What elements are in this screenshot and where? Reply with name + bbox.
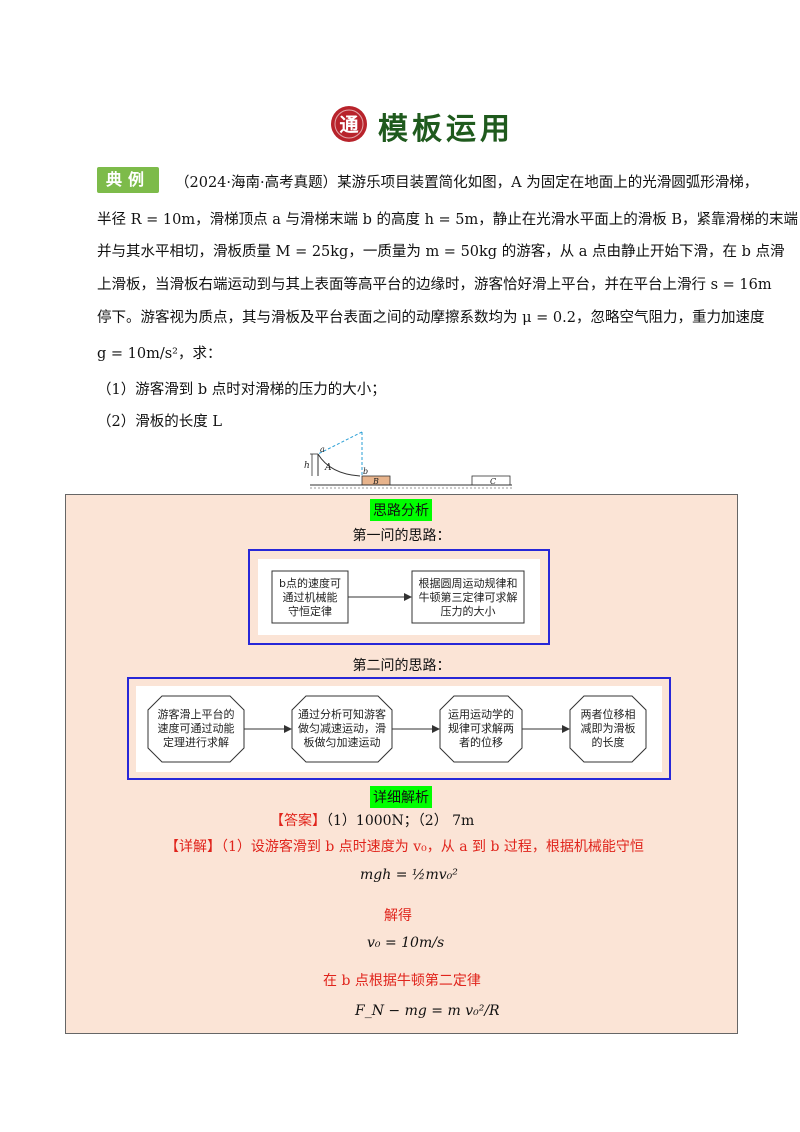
problem-line: 半径 R = 10m，滑梯顶点 a 与滑梯末端 b 的高度 h = 5m，静止在…	[97, 212, 800, 228]
explain-text: （1）设游客滑到 b 点时速度为 v₀，从 a 到 b 过程，根据机械能守恒	[221, 839, 644, 855]
newton-label: 在 b 点根据牛顿第二定律	[323, 973, 481, 989]
second-node-2: 通过分析可知游客做匀减速运动，滑板做匀加速运动	[298, 708, 386, 749]
header-badge-text: 通	[339, 114, 359, 136]
second-node-1: 游客滑上平台的速度可通过动能定理进行求解	[157, 708, 235, 749]
answer-label: 【答案】	[270, 813, 326, 829]
fig-label-C: C	[490, 477, 496, 486]
fig-label-B: B	[372, 477, 379, 486]
second-flow	[136, 686, 662, 772]
question-1: （1）游客滑到 b 点时对滑梯的压力的大小；	[97, 382, 386, 398]
second-node-3: 运用运动学的规律可求解两者的位移	[448, 708, 514, 749]
first-node-1: b点的速度可通过机械能守恒定律	[279, 577, 341, 618]
first-flow-frame	[248, 549, 550, 645]
equation-newton: F_N − mg = m v₀²/R	[355, 1003, 500, 1019]
problem-line: 并与其水平相切，滑板质量 M = 25kg，一质量为 m = 50kg 的游客，…	[97, 244, 785, 260]
fig-label-A: A	[324, 463, 332, 473]
second-question-title: 第二问的思路：	[352, 658, 451, 674]
second-node-4: 两者位移相减即为滑板的长度	[580, 708, 636, 749]
fig-label-a: a	[320, 445, 325, 454]
equation-velocity: v₀ = 10m/s	[367, 935, 445, 951]
example-tag: 典例	[97, 167, 159, 193]
question-2: （2）滑板的长度 L	[97, 414, 222, 430]
first-flow	[258, 559, 540, 635]
problem-line: g = 10m/s²，求：	[97, 346, 222, 362]
problem-line: （2024·海南·高考真题）某游乐项目装置简化如图，A 为固定在地面上的光滑圆弧…	[175, 175, 759, 191]
detail-tag: 详细解析	[370, 786, 432, 808]
problem-figure: h A a b B C	[304, 431, 512, 489]
problem-line: 上滑板，当滑板右端运动到与其上表面等高平台的边缘时，游客恰好滑上平台，并在平台上…	[97, 277, 772, 293]
explain-label: 【详解】	[165, 839, 221, 855]
solve-label: 解得	[384, 908, 412, 924]
answer-text: （1）1000N；（2） 7m	[326, 813, 475, 829]
header-badge: 通	[331, 106, 367, 142]
section-title: 模板运用	[378, 112, 514, 147]
analysis-tag: 思路分析	[370, 499, 432, 521]
first-node-2: 根据圆周运动规律和牛顿第三定律可求解压力的大小	[418, 577, 518, 618]
equation-energy: mgh = ½mv₀²	[360, 867, 458, 883]
second-flow-frame	[127, 677, 671, 780]
fig-label-h: h	[304, 461, 310, 471]
problem-line: 停下。游客视为质点，其与滑板及平台表面之间的动摩擦系数均为 μ = 0.2，忽略…	[97, 310, 765, 326]
first-question-title: 第一问的思路：	[352, 528, 451, 544]
fig-label-b: b	[363, 467, 368, 476]
